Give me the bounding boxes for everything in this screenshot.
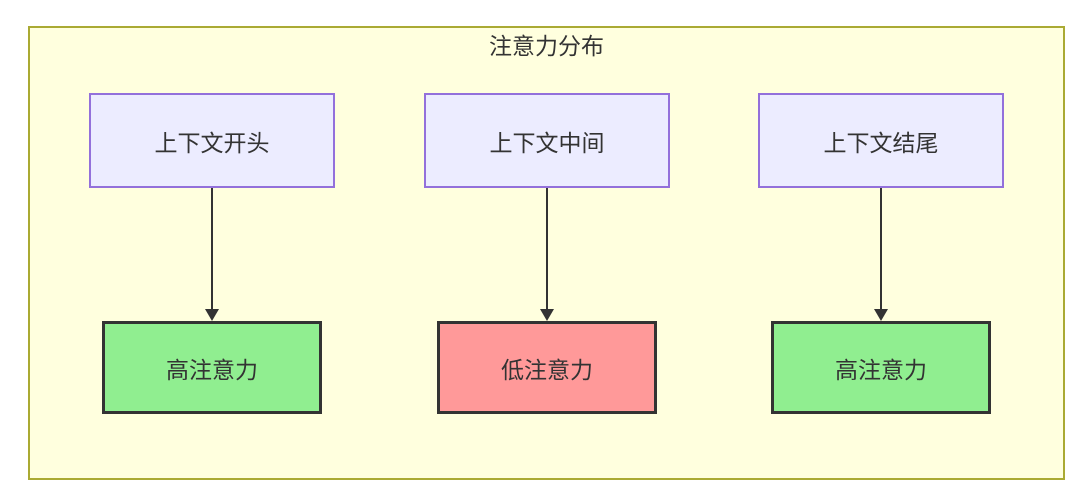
arrow-line	[880, 188, 882, 311]
diagram-title: 注意力分布	[489, 33, 604, 59]
arrow-down-icon	[874, 309, 888, 321]
arrow-line	[211, 188, 213, 311]
node-high-attention-1: 高注意力	[102, 321, 322, 414]
node-low-attention: 低注意力	[437, 321, 657, 414]
arrow-line	[546, 188, 548, 311]
arrow-down-icon	[540, 309, 554, 321]
node-context-middle: 上下文中间	[424, 93, 670, 188]
node-high-attention-2: 高注意力	[771, 321, 991, 414]
arrow-down-icon	[205, 309, 219, 321]
node-context-end: 上下文结尾	[758, 93, 1004, 188]
node-context-beginning: 上下文开头	[89, 93, 335, 188]
